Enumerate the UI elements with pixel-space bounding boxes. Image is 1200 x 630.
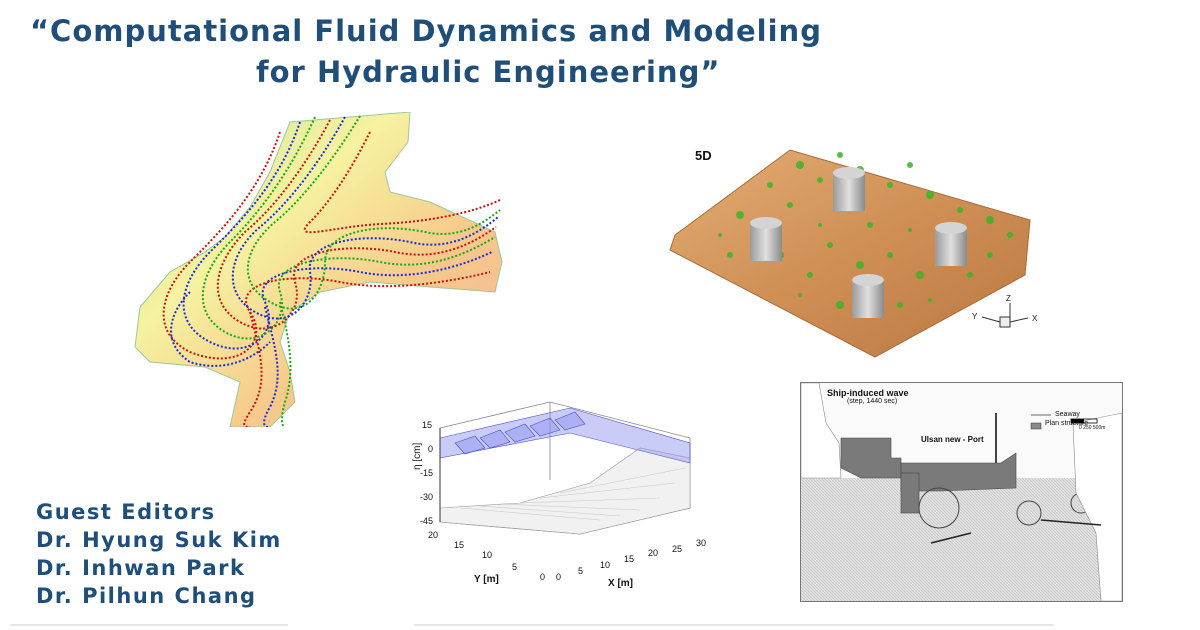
x-tick-25: 25	[672, 544, 683, 554]
streamline-figure	[134, 112, 503, 427]
x-tick-0: 0	[556, 572, 562, 582]
channel-surface	[134, 112, 503, 427]
editor-name: Dr. Hyung Suk Kim	[36, 528, 282, 552]
page-title-line-1: “Computational Fluid Dynamics and Modeli…	[30, 14, 822, 48]
footer-divider	[414, 624, 1054, 626]
z-tick-neg45: -45	[420, 516, 434, 526]
y-tick-0: 0	[540, 572, 546, 582]
y-tick-20: 20	[428, 530, 439, 540]
scale-bar-label: 0 250 500m	[1079, 425, 1106, 431]
editor-name: Dr. Pilhun Chang	[36, 584, 257, 608]
y-axis-label: Y [m]	[474, 574, 499, 585]
x-tick-30: 30	[696, 538, 707, 548]
y-tick-10: 10	[482, 550, 493, 560]
legend-seaway: Seaway	[1055, 411, 1080, 418]
beach-slope	[439, 447, 691, 535]
case-label: 5D	[695, 148, 712, 163]
legend-plan-structure: Plan structure	[1045, 420, 1089, 427]
z-axis-label: η [cm]	[412, 442, 423, 470]
axis-triad	[981, 303, 1029, 328]
y-tick-5: 5	[512, 562, 518, 572]
z-tick-neg30: -30	[420, 492, 434, 502]
scour-bed-figure: 5D Z X Y	[669, 148, 1038, 358]
editors-heading: Guest Editors	[36, 500, 216, 524]
axis-x-label: X	[1032, 314, 1038, 323]
editor-name: Dr. Inhwan Park	[36, 556, 246, 580]
axis-y-label: Y	[972, 312, 978, 321]
sand-bed	[669, 149, 1031, 358]
pier-cylinders	[750, 167, 967, 318]
wave-surface	[439, 407, 691, 464]
x-tick-5: 5	[578, 566, 584, 576]
place-label: Ulsan new - Port	[921, 435, 984, 444]
y-tick-15: 15	[454, 540, 465, 550]
footer-divider	[10, 624, 288, 626]
z-tick-neg15: -15	[420, 468, 434, 478]
map-subtitle: (step, 1440 sec)	[847, 398, 898, 405]
z-tick-15: 15	[422, 420, 433, 430]
x-axis-label: X [m]	[608, 578, 633, 589]
guest-editors: Guest Editors Dr. Hyung Suk Kim Dr. Inhw…	[36, 498, 282, 610]
plan-structure	[840, 437, 902, 479]
wave-surface-plot: η [cm] 15 0 -15 -30 -45 20 15 10 5 0 Y […	[410, 388, 720, 600]
axis-z-label: Z	[1006, 294, 1011, 303]
z-tick-0: 0	[428, 444, 434, 454]
x-tick-10: 10	[600, 560, 611, 570]
map-title: Ship-induced wave	[827, 388, 909, 398]
x-tick-15: 15	[624, 554, 635, 564]
port-wave-map: Ship-induced wave (step, 1440 sec) Seawa…	[800, 382, 1123, 602]
page-title-line-2: for Hydraulic Engineering”	[256, 55, 721, 89]
x-tick-20: 20	[648, 548, 659, 558]
